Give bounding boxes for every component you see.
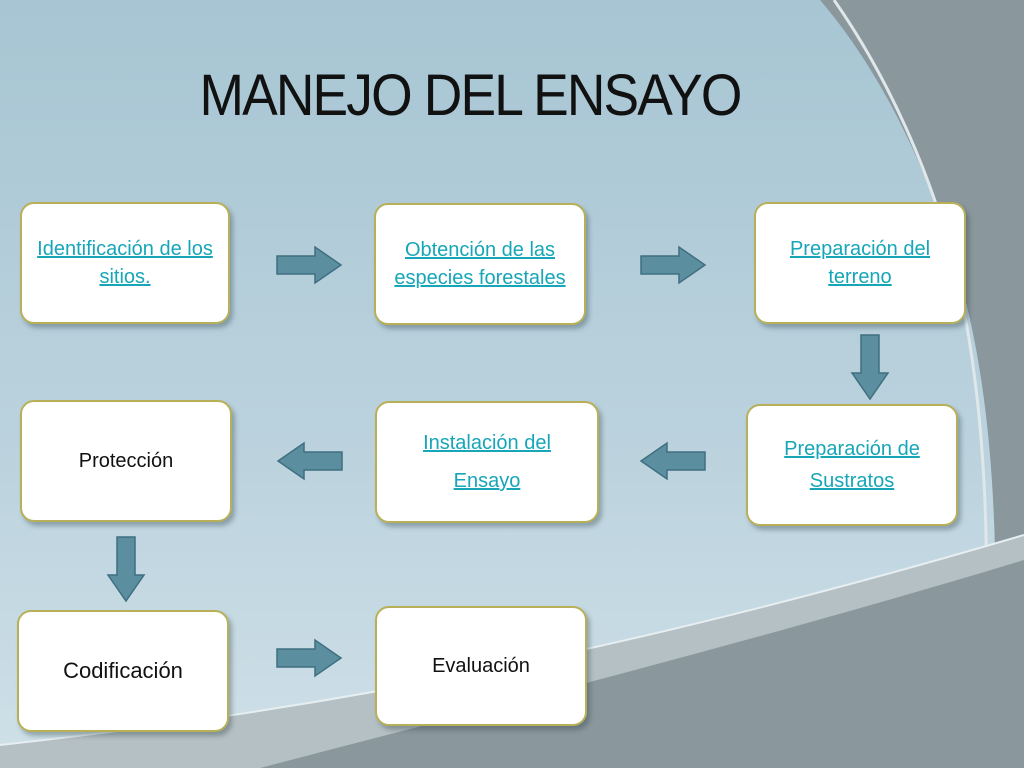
step-proteccion: Protección bbox=[20, 400, 232, 522]
step-label[interactable]: Obtención de las especies forestales bbox=[394, 239, 566, 289]
step-label: Protección bbox=[78, 450, 174, 472]
step-identificacion[interactable]: Identificación de los sitios. bbox=[20, 202, 230, 324]
step-label: Codificación bbox=[63, 657, 183, 683]
arrow-down-icon bbox=[850, 334, 890, 401]
step-evaluacion: Evaluación bbox=[375, 606, 587, 726]
step-instalacion[interactable]: Instalación del Ensayo bbox=[375, 401, 599, 523]
step-obtencion[interactable]: Obtención de las especies forestales bbox=[374, 203, 586, 325]
step-label[interactable]: Preparación del terreno bbox=[789, 238, 931, 288]
slide-title: MANEJO DEL ENSAYO bbox=[199, 63, 743, 128]
step-label: Evaluación bbox=[432, 655, 530, 677]
step-label[interactable]: Identificación de los sitios. bbox=[37, 238, 213, 288]
step-label[interactable]: Instalación del Ensayo bbox=[423, 432, 551, 492]
step-preparacion-sustratos[interactable]: Preparación de Sustratos bbox=[746, 404, 958, 526]
arrow-left-icon bbox=[276, 441, 343, 481]
arrow-left-icon bbox=[639, 441, 706, 481]
arrow-right-icon bbox=[276, 638, 343, 678]
step-codificacion: Codificación bbox=[17, 610, 229, 732]
step-preparacion-terreno[interactable]: Preparación del terreno bbox=[754, 202, 966, 324]
step-label[interactable]: Preparación de Sustratos bbox=[784, 438, 920, 492]
arrow-right-icon bbox=[640, 245, 707, 285]
arrow-down-icon bbox=[106, 536, 146, 603]
arrow-right-icon bbox=[276, 245, 343, 285]
